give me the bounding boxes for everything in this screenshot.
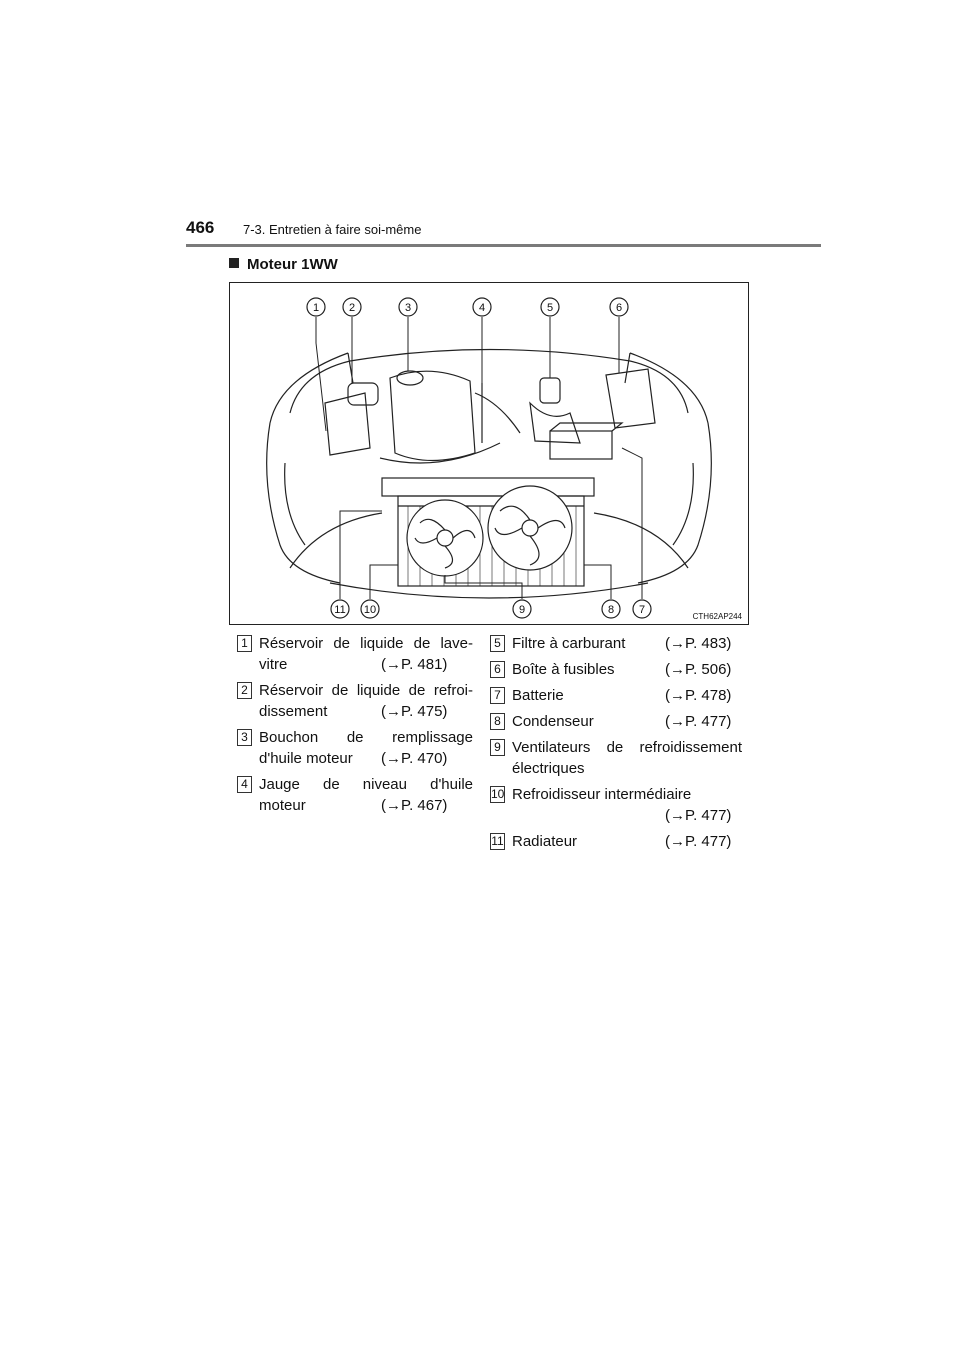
subsection-heading: Moteur 1WW: [229, 256, 338, 273]
engine-illustration: 1 2 3 4 5 6 7 8 9 10 11: [266, 297, 712, 619]
legend-item: 3 Bouchon de remplissage d'huile moteur …: [237, 727, 473, 769]
legend-item: 1 Réservoir de liquide de lave- vitre (→…: [237, 633, 473, 675]
page-reference: (→P. 467): [381, 797, 448, 814]
callout-1: 1: [313, 302, 319, 314]
legend-label: Radiateur: [512, 833, 578, 850]
page-reference: (→P. 477): [665, 807, 732, 824]
figure-code: CTH62AP244: [692, 612, 742, 621]
legend-number: 10: [490, 786, 505, 803]
legend-number: 3: [237, 729, 252, 746]
legend-item: 5 Filtre à carburant (→P. 483): [490, 633, 750, 654]
callout-3: 3: [405, 302, 411, 314]
page-reference: (→P. 481): [381, 656, 448, 673]
legend-item: 4 Jauge de niveau d'huile moteur (→P. 46…: [237, 774, 473, 816]
engine-compartment-figure: 1 2 3 4 5 6 7 8 9 10 11 CTH62AP244: [229, 282, 749, 625]
legend-label-line2: d'huile moteur: [259, 750, 353, 767]
legend-number: 4: [237, 776, 252, 793]
callout-11: 11: [334, 604, 345, 616]
legend-number: 9: [490, 739, 505, 756]
legend-number: 5: [490, 635, 505, 652]
square-bullet-icon: [229, 258, 239, 268]
callout-7: 7: [639, 604, 645, 616]
page-reference: (→P. 477): [665, 833, 732, 850]
legend-label: Jauge de niveau d'huile: [259, 776, 473, 793]
legend-number: 1: [237, 635, 252, 652]
callout-9: 9: [519, 604, 525, 616]
legend-label-line2: électriques: [512, 760, 585, 777]
legend-label: Filtre à carburant: [512, 635, 626, 652]
page-reference: (→P. 470): [381, 750, 448, 767]
page-reference: (→P. 506): [665, 661, 732, 678]
page-number: 466: [186, 218, 215, 237]
legend-number: 2: [237, 682, 252, 699]
callout-5: 5: [547, 302, 553, 314]
page-reference: (→P. 477): [665, 713, 732, 730]
legend-label-line2: moteur: [259, 797, 306, 814]
legend-label-line2: dissement: [259, 703, 328, 720]
legend-number: 8: [490, 713, 505, 730]
callout-2: 2: [349, 302, 355, 314]
subsection-title: Moteur 1WW: [247, 256, 338, 273]
legend-item: 7 Batterie (→P. 478): [490, 685, 750, 706]
callout-4: 4: [479, 302, 485, 314]
header-rule: [186, 244, 821, 247]
section-title: 7-3. Entretien à faire soi-même: [243, 222, 422, 237]
legend-label: Batterie: [512, 687, 564, 704]
legend-label: Refroidisseur intermédiaire: [512, 786, 692, 803]
page-reference: (→P. 478): [665, 687, 732, 704]
legend-item: 8 Condenseur (→P. 477): [490, 711, 750, 732]
legend-item: 2 Réservoir de liquide de refroi- dissem…: [237, 680, 473, 722]
legend-item: 11 Radiateur (→P. 477): [490, 831, 750, 852]
page-reference: (→P. 475): [381, 703, 448, 720]
legend-number: 6: [490, 661, 505, 678]
callout-6: 6: [616, 302, 622, 314]
legend-item: 9 Ventilateurs de refroidissement électr…: [490, 737, 750, 779]
legend-label: Condenseur: [512, 713, 594, 730]
legend-label: Bouchon de remplissage: [259, 729, 473, 746]
legend-number: 7: [490, 687, 505, 704]
callout-8: 8: [608, 604, 614, 616]
legend-item: 6 Boîte à fusibles (→P. 506): [490, 659, 750, 680]
callout-10: 10: [364, 604, 376, 616]
legend-label-line2: vitre: [259, 656, 288, 673]
legend-number: 11: [490, 833, 505, 850]
legend-label: Réservoir de liquide de lave-: [259, 635, 473, 652]
legend-label: Boîte à fusibles: [512, 661, 615, 678]
page-reference: (→P. 483): [665, 635, 732, 652]
legend-label: Réservoir de liquide de refroi-: [259, 682, 473, 699]
legend-label: Ventilateurs de refroidissement: [512, 739, 742, 756]
legend-item: 10 Refroidisseur intermédiaire (→P. 477): [490, 784, 750, 826]
